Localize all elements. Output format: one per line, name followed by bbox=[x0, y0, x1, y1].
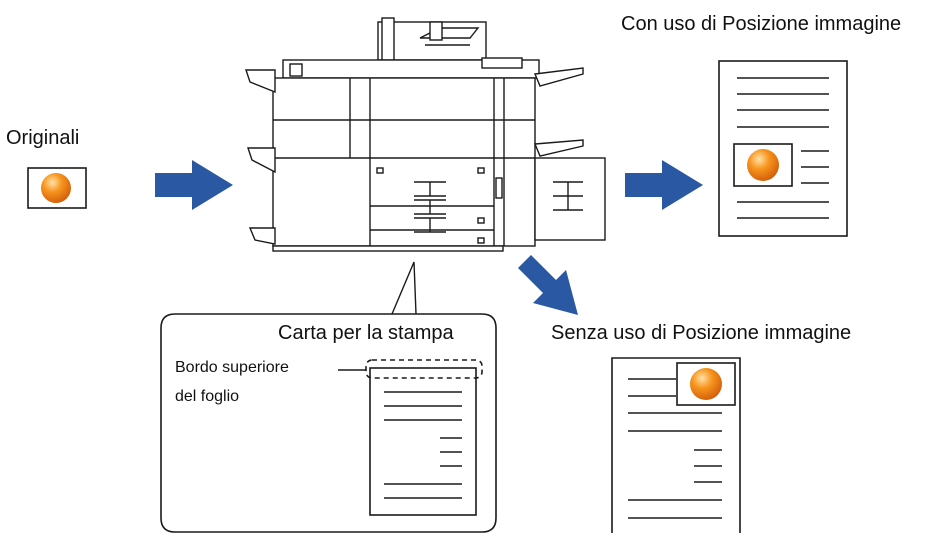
right-arrow-icon bbox=[155, 160, 233, 210]
orange-ball-icon bbox=[41, 173, 71, 203]
with-image-position-label: Con uso di Posizione immagine bbox=[621, 13, 902, 35]
top-edge-label-line2: del foglio bbox=[175, 388, 240, 405]
output-without-image-position bbox=[611, 357, 741, 533]
multifunction-printer-icon bbox=[245, 17, 606, 315]
paper-callout bbox=[160, 313, 497, 533]
original-document bbox=[27, 167, 87, 209]
orange-ball-icon bbox=[690, 368, 722, 400]
output-with-image-position bbox=[718, 60, 848, 237]
originals-label: Originali bbox=[6, 127, 80, 149]
top-edge-label-line1: Bordo superiore bbox=[175, 359, 289, 376]
top-edge-highlight bbox=[365, 359, 483, 379]
right-arrow-icon bbox=[625, 160, 703, 210]
print-paper-label: Carta per la stampa bbox=[278, 322, 454, 344]
print-paper bbox=[369, 367, 477, 516]
without-image-position-label: Senza uso di Posizione immagine bbox=[551, 322, 852, 344]
orange-ball-icon bbox=[747, 149, 779, 181]
down-right-arrow-icon bbox=[518, 255, 578, 315]
